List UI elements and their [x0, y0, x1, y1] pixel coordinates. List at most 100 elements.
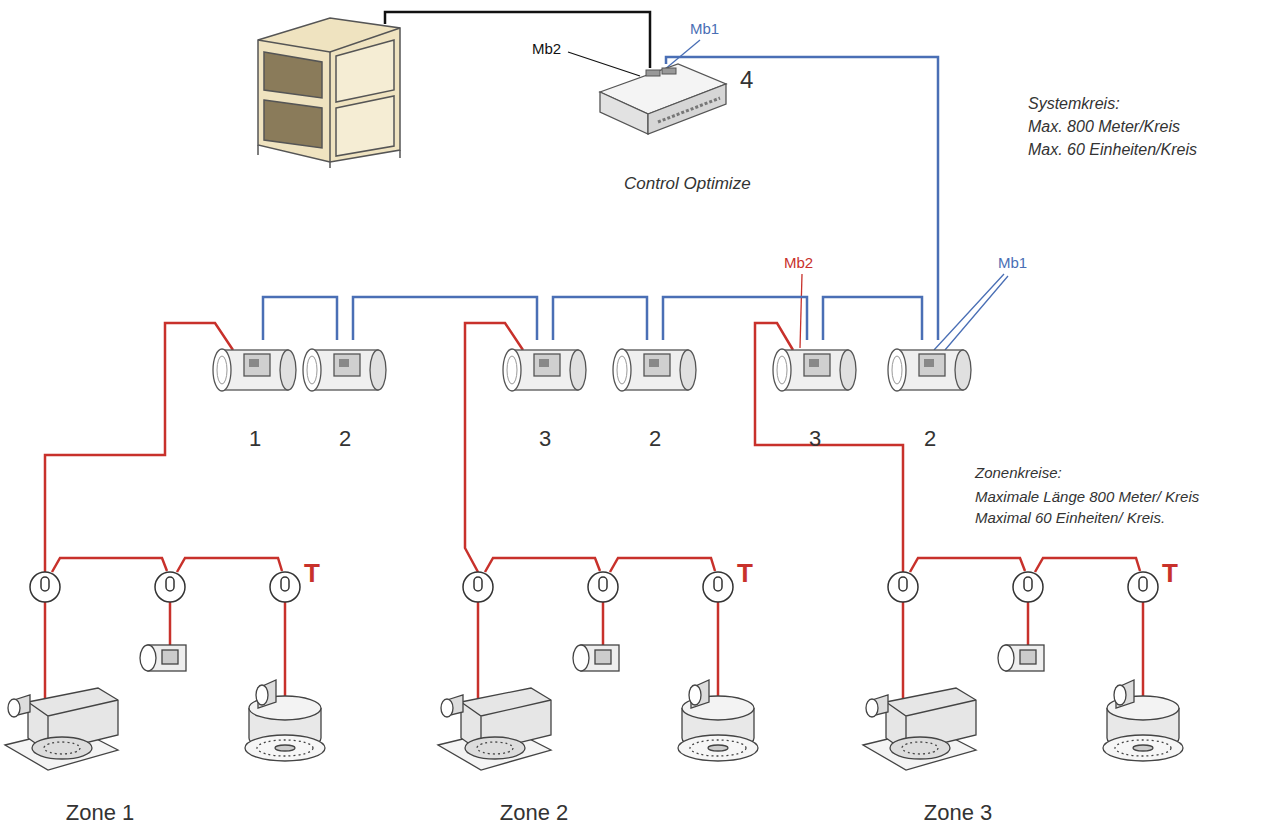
damper-outline: [610, 340, 700, 396]
damper-end: [955, 350, 971, 390]
zone-label: Zone 3: [898, 800, 1018, 826]
bus-wire: [553, 297, 647, 340]
leader-line: [800, 274, 802, 348]
ahu-door: [264, 100, 322, 148]
red-wire: [465, 323, 523, 572]
bus-wire: [263, 297, 337, 340]
damper-inlet-inner: [892, 356, 902, 384]
zone-1-devices: [5, 558, 325, 770]
damper-body: [782, 350, 848, 390]
actuator: [804, 354, 830, 376]
leader-line: [568, 52, 640, 76]
callout-number: 3: [500, 426, 590, 452]
actuator: [534, 354, 560, 376]
bus-label: Mb1: [998, 254, 1027, 272]
vav-damper: 3: [500, 340, 590, 396]
note-heading: Zonenkreise:: [975, 464, 1062, 482]
damper-outline: [770, 340, 860, 396]
damper-outline: [300, 340, 390, 396]
damper-inlet: [303, 349, 321, 391]
damper-inlet: [213, 349, 231, 391]
bus-wire: [823, 297, 922, 340]
bus-wire: [663, 297, 807, 340]
damper-end: [570, 350, 586, 390]
damper-end: [840, 350, 856, 390]
zone-label: Zone 1: [40, 800, 160, 826]
ahu-feet: [258, 145, 400, 168]
leader-lines: [568, 40, 1008, 350]
vav-damper: 2: [610, 340, 700, 396]
zone-circuits: [45, 323, 903, 572]
actuator: [244, 354, 270, 376]
damper-body: [312, 350, 378, 390]
actuator-display: [924, 359, 934, 367]
device-name: Control Optimize: [624, 174, 751, 194]
zone-label: Zone 2: [474, 800, 594, 826]
callout-number: 2: [885, 426, 975, 452]
actuator-display: [809, 359, 819, 367]
zone-2-devices: [438, 558, 758, 770]
damper-inlet-inner: [507, 356, 517, 384]
actuator-display: [539, 359, 549, 367]
callout-number: 4: [740, 66, 753, 95]
damper-inlet-inner: [307, 356, 317, 384]
actuator-display: [339, 359, 349, 367]
callout-number: 3: [770, 426, 860, 452]
damper-end: [370, 350, 386, 390]
sensor-mark: T: [304, 558, 320, 589]
terminal-strip: [658, 98, 720, 122]
sensor-mark: T: [737, 558, 753, 589]
damper-inlet-inner: [617, 356, 627, 384]
controller-unit: 4Control Optimize: [596, 62, 730, 138]
note-text: Maximale Länge 800 Meter/ Kreis Maximal …: [975, 486, 1220, 528]
note-text: Max. 60 Einheiten/Kreis: [1028, 140, 1197, 159]
ahu-casing: [258, 18, 400, 162]
controller-front: [600, 92, 648, 134]
actuator: [334, 354, 360, 376]
damper-inlet: [613, 349, 631, 391]
port: [662, 68, 676, 74]
callout-number: 2: [610, 426, 700, 452]
bus-label: Mb1: [690, 20, 719, 38]
air-handling-unit: [258, 18, 400, 168]
damper-body: [222, 350, 288, 390]
callout-number: 1: [210, 426, 300, 452]
damper-inlet-inner: [777, 356, 787, 384]
damper-body: [622, 350, 688, 390]
damper-outline: [210, 340, 300, 396]
damper-end: [680, 350, 696, 390]
damper-body: [512, 350, 578, 390]
port: [646, 70, 660, 76]
sensor-mark: T: [1162, 558, 1178, 589]
vav-damper: 1: [210, 340, 300, 396]
bus-label: Mb2: [532, 40, 561, 58]
bus-label: Mb2: [784, 254, 813, 272]
damper-outline: [885, 340, 975, 396]
ahu-door: [264, 52, 322, 98]
actuator: [644, 354, 670, 376]
controller-outline: [596, 62, 730, 138]
vav-damper: 2: [300, 340, 390, 396]
ahu-panel: [336, 40, 394, 102]
actuator-display: [649, 359, 659, 367]
actuator: [919, 354, 945, 376]
damper-end: [280, 350, 296, 390]
damper-inlet: [503, 349, 521, 391]
red-wire: [755, 323, 903, 572]
control-cable: [385, 12, 650, 68]
damper-body: [897, 350, 963, 390]
callout-number: 2: [300, 426, 390, 452]
vav-damper: 2: [885, 340, 975, 396]
red-wire: [45, 323, 233, 572]
controller-side: [648, 84, 726, 134]
damper-inlet: [773, 349, 791, 391]
bus-wire: [353, 297, 537, 340]
ahu-panel: [336, 96, 394, 156]
actuator-display: [249, 359, 259, 367]
note-text: Max. 800 Meter/Kreis: [1028, 117, 1180, 136]
note-heading: Systemkreis:: [1028, 94, 1120, 113]
damper-outline: [500, 340, 590, 396]
damper-inlet: [888, 349, 906, 391]
ahu-edge: [329, 52, 331, 162]
